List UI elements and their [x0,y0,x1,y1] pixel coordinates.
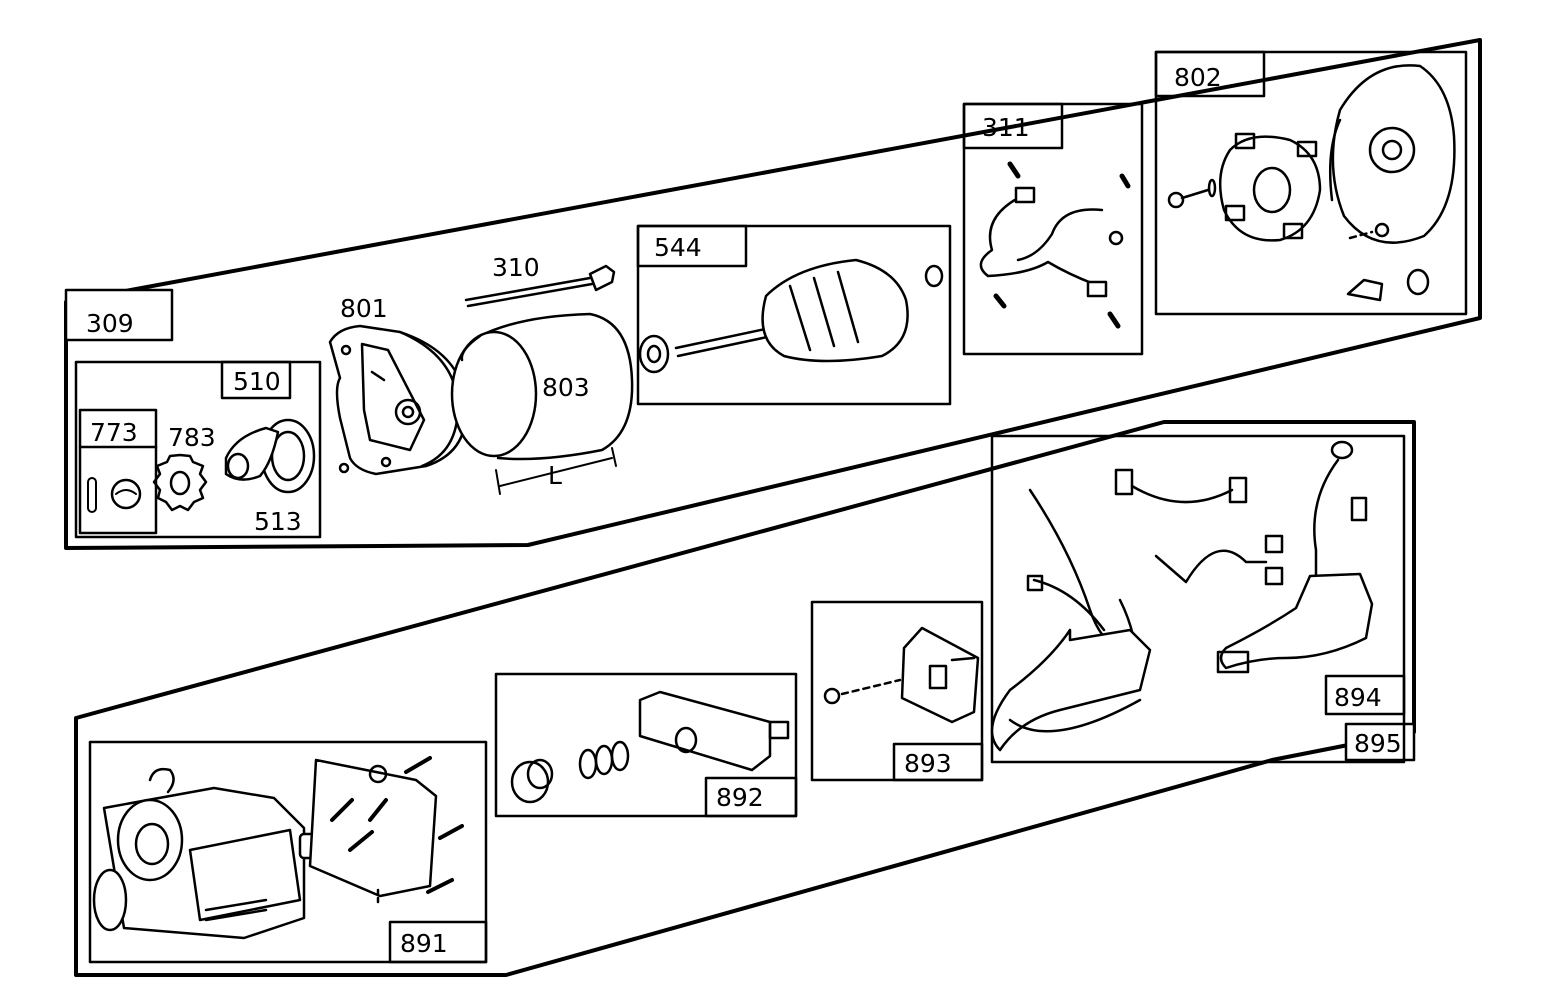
part-label-893: 893 [904,749,952,778]
switch-knob-icon [510,758,554,804]
part-label-773: 773 [90,418,138,447]
dimension-label-L: L [548,461,562,490]
label-box-309 [64,288,174,342]
part-label-802: 802 [1174,63,1222,92]
starter-motor-group: 309 510 773 783 513 801 [64,38,1482,550]
brush-holder-icon [1167,132,1322,242]
label-box-802 [1154,50,1266,98]
part-label-544: 544 [654,233,702,262]
drive-assembly-box-510 [74,360,322,539]
length-dimension-icon [495,447,617,495]
wiring-harness-icon [990,440,1374,752]
spring-icon [578,740,630,780]
part-label-310: 310 [492,253,540,282]
retainer-ring-icon [110,478,142,510]
starter-solenoid-icon [92,767,324,940]
part-label-891: 891 [400,929,448,958]
label-box-510 [220,360,292,400]
retainer-box-773 [78,408,158,535]
solenoid-box-891 [88,740,488,964]
part-label-803: 803 [542,373,590,402]
motor-housing-icon [450,312,634,461]
group-outline-309 [64,38,1482,550]
part-label-894: 894 [1334,683,1382,712]
label-box-311 [962,102,1064,150]
armature-box-544 [636,224,952,406]
brush-leads-icon [979,161,1131,329]
part-label-895: 895 [1354,729,1402,758]
part-label-311: 311 [982,113,1030,142]
group-outline-895 [74,420,1416,977]
drive-clutch-icon [224,418,316,494]
wiring-harness-box-894 [990,434,1406,764]
commutator-end-cap-icon [1328,64,1456,302]
rectifier-icon [823,626,980,724]
label-box-891 [388,920,488,964]
mounting-plate-icon [308,756,464,908]
label-box-895 [1344,722,1416,762]
label-box-893 [892,742,984,782]
electrical-components-group: 895 891 892 [74,420,1416,977]
label-box-894 [1324,674,1406,716]
drive-end-cap-icon [328,324,468,476]
label-box-892 [704,776,798,818]
key-switch-icon [638,690,790,772]
part-label-892: 892 [716,783,764,812]
thru-bolt-icon [464,264,616,308]
part-label-309: 309 [86,309,134,338]
pinion-gear-icon [152,453,208,512]
roll-pin-icon [87,477,97,513]
part-label-510: 510 [233,367,281,396]
part-label-513: 513 [254,507,302,536]
end-cap-box-802 [1154,50,1468,316]
switch-box-892 [494,672,798,818]
armature-icon [638,258,944,374]
part-label-783: 783 [168,423,216,452]
label-box-544 [636,224,748,268]
part-label-801: 801 [340,294,388,323]
